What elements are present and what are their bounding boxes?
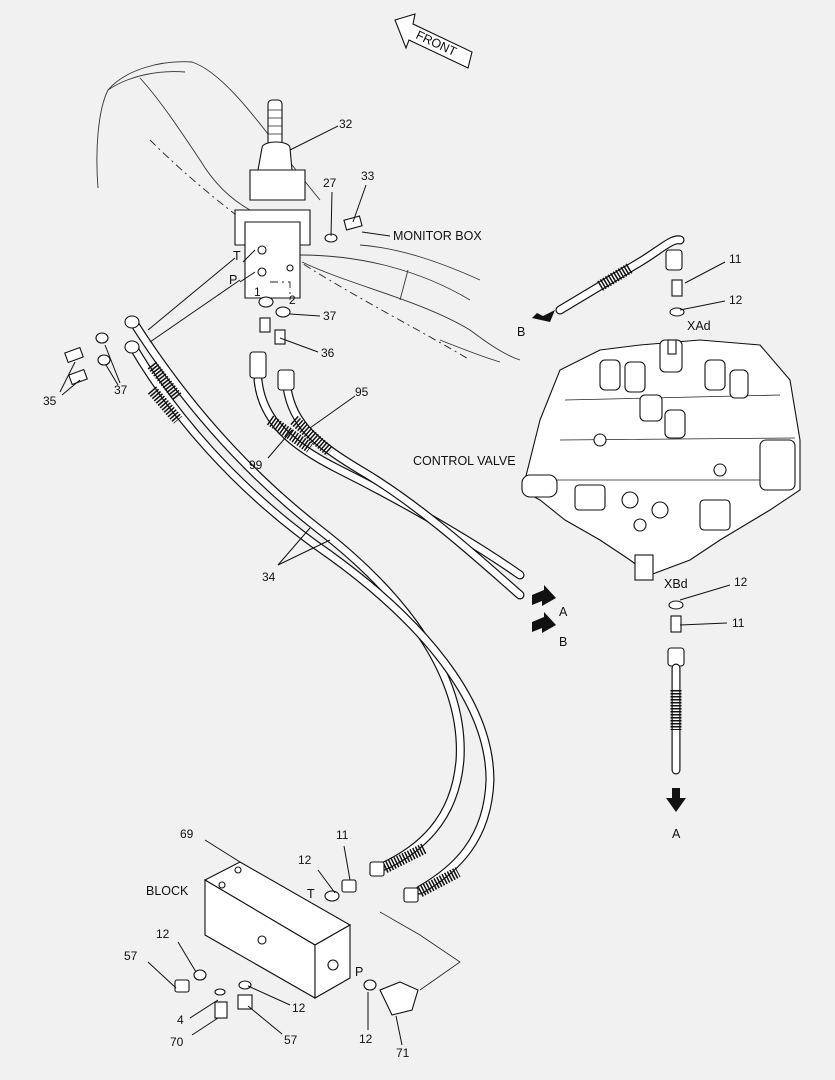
part-number-11b: 11	[732, 616, 745, 630]
port-p-lower: P	[355, 965, 363, 979]
part-number-12a: 12	[729, 293, 743, 307]
part-number-70: 70	[170, 1035, 184, 1049]
part-number-12c: 12	[298, 853, 312, 867]
control-valve-label: CONTROL VALVE	[413, 454, 516, 468]
part-number-36: 36	[321, 346, 335, 360]
port-1: 1	[254, 285, 261, 299]
pilot-hoses	[127, 315, 525, 895]
front-label: FRONT	[414, 28, 459, 59]
part-number-12e: 12	[292, 1001, 306, 1015]
flow-arrows	[532, 310, 686, 812]
hose-braid-sleeves	[147, 361, 461, 897]
part-number-57b: 57	[284, 1033, 298, 1047]
control-valve-body	[521, 339, 801, 581]
port-xbd: XBd	[664, 577, 688, 591]
block-label: BLOCK	[146, 884, 189, 898]
part-number-35: 35	[43, 394, 57, 408]
part-number-71: 71	[396, 1046, 410, 1060]
arrow-label-b-mid: B	[559, 635, 567, 649]
part-number-11c: 11	[336, 828, 349, 842]
part-number-12d: 12	[156, 927, 170, 941]
port-p-upper: P	[229, 273, 237, 287]
part-number-27: 27	[323, 176, 337, 190]
arrow-label-a-mid: A	[559, 605, 568, 619]
arrow-label-b-top: B	[517, 325, 525, 339]
block-fittings	[174, 861, 461, 1019]
port-2: 2	[289, 293, 296, 307]
part-number-95: 95	[355, 385, 369, 399]
part-number-37a: 37	[323, 309, 337, 323]
fittings-joystick	[64, 215, 363, 391]
port-t-upper: T	[233, 249, 241, 263]
arrow-label-a-bottom: A	[672, 827, 681, 841]
front-direction-arrow: FRONT	[394, 13, 473, 69]
port-t-lower: T	[307, 887, 315, 901]
part-number-99: 99	[249, 458, 263, 472]
xad-pilot-hose	[555, 235, 685, 317]
part-number-32: 32	[339, 117, 353, 131]
port-xad: XAd	[687, 319, 711, 333]
leader-lines	[59, 125, 731, 1046]
part-number-4: 4	[177, 1013, 184, 1027]
block-manifold	[203, 861, 352, 999]
part-number-34: 34	[262, 570, 276, 584]
part-number-57a: 57	[124, 949, 138, 963]
hose-eye-terminals	[124, 315, 140, 354]
xbd-pilot-hose	[667, 600, 685, 775]
part-number-11a: 11	[729, 252, 742, 266]
part-number-37b: 37	[114, 383, 128, 397]
monitor-box-label: MONITOR BOX	[393, 229, 482, 243]
part-number-12f: 12	[359, 1032, 373, 1046]
part-number-69: 69	[180, 827, 194, 841]
part-number-33: 33	[361, 169, 375, 183]
part-number-12b: 12	[734, 575, 748, 589]
pilot-joystick-valve	[234, 99, 311, 300]
